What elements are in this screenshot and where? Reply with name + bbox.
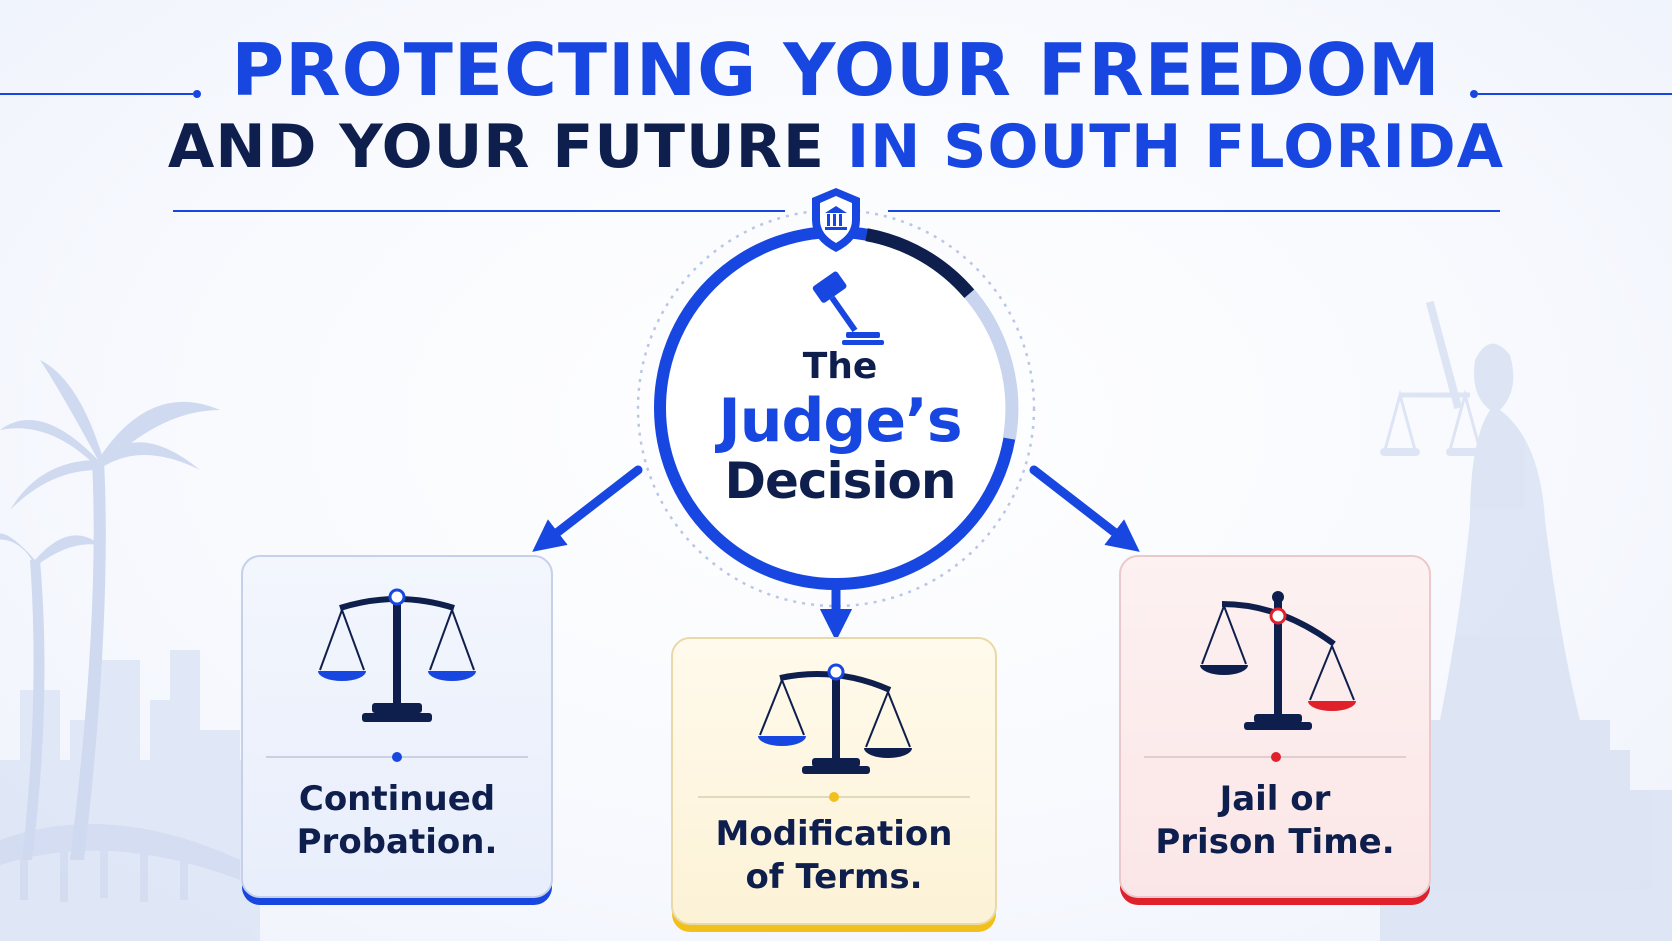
palm-tree-icon	[0, 360, 220, 860]
arrow-right	[1029, 465, 1140, 552]
center-label-the: The	[802, 346, 878, 387]
outcome-label-continued-probation: Continued Probation.	[242, 778, 552, 864]
arrow-left	[532, 465, 643, 552]
scales-tilted-icon	[1200, 591, 1356, 730]
page-subtitle: AND YOUR FUTURE IN SOUTH FLORIDA	[0, 112, 1672, 182]
card-modification-of-terms	[671, 637, 997, 932]
shield-courthouse-icon	[812, 188, 860, 252]
card-jail-or-prison-time	[1119, 555, 1431, 905]
center-label-judges: Judge’s	[718, 386, 962, 456]
page-title: PROTECTING YOUR FREEDOM	[231, 28, 1441, 112]
outcome-label-line: of Terms.	[745, 857, 923, 897]
outcome-label-line: Prison Time.	[1155, 822, 1395, 862]
scales-balanced-icon	[318, 588, 476, 722]
outcome-label-modification-of-terms: Modification of Terms.	[672, 813, 996, 899]
outcome-label-line: Modification	[715, 814, 953, 854]
card-continued-probation	[241, 555, 553, 905]
decision-arrows	[532, 465, 1140, 642]
scales-tilted-icon	[758, 663, 912, 774]
outcome-label-line: Probation.	[296, 822, 498, 862]
gavel-icon	[812, 271, 884, 345]
outcome-label-line: Continued	[298, 779, 496, 819]
center-label-decision: Decision	[724, 452, 956, 510]
outcome-label-line: Jail or	[1219, 779, 1331, 819]
subtitle-main: AND YOUR FUTURE	[167, 112, 825, 182]
outcome-label-jail-or-prison-time: Jail or Prison Time.	[1120, 778, 1430, 864]
subtitle-accent: IN SOUTH FLORIDA	[846, 112, 1505, 182]
title-divider-lines	[0, 90, 1672, 212]
